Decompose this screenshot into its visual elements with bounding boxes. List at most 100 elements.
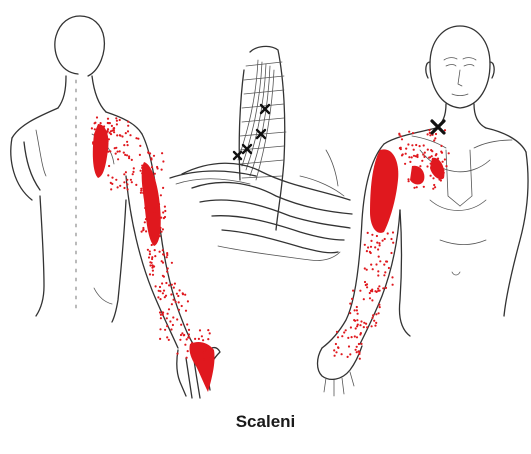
pain-dot <box>434 154 437 157</box>
pain-dot <box>152 265 155 268</box>
pain-dot <box>350 336 353 339</box>
pain-dot <box>204 348 208 352</box>
pain-dot <box>404 162 407 165</box>
pain-dot <box>207 338 210 341</box>
pain-dot <box>186 300 189 303</box>
pain-dot <box>107 174 110 177</box>
pain-dot <box>146 187 149 190</box>
pain-dot <box>344 329 347 332</box>
pain-dot <box>413 186 416 189</box>
pain-dot <box>99 137 102 141</box>
pain-dot <box>375 313 378 316</box>
pain-dot <box>149 264 152 267</box>
pain-dot <box>149 205 152 208</box>
pain-dot <box>159 328 162 331</box>
pain-dot <box>151 269 154 272</box>
pain-dot <box>355 345 358 348</box>
pain-dot <box>359 289 362 292</box>
pain-dot <box>145 175 148 178</box>
pain-dot <box>171 323 174 327</box>
pain-dot <box>362 298 365 301</box>
pain-dot <box>433 139 436 142</box>
pain-dot <box>110 188 113 191</box>
pain-dot <box>363 267 366 270</box>
pain-dot <box>359 332 362 335</box>
pain-dot <box>401 153 404 156</box>
trigger-point-x-mark-icon <box>232 150 243 161</box>
pain-dot <box>384 271 387 274</box>
pain-dot <box>422 153 425 156</box>
pain-dot <box>115 117 118 120</box>
pain-dot <box>436 157 440 160</box>
pain-dot <box>354 327 357 330</box>
pain-dot <box>208 332 211 335</box>
pain-dot <box>109 150 112 153</box>
pain-dot <box>187 333 190 336</box>
pain-dot <box>177 294 180 298</box>
pain-dot <box>377 270 380 273</box>
pain-dot <box>157 289 160 292</box>
pain-dot <box>161 282 164 285</box>
pain-dot <box>412 148 415 151</box>
pain-dot <box>124 153 127 156</box>
pain-dot <box>156 167 159 170</box>
pain-dot <box>399 148 402 151</box>
pain-dot <box>152 154 156 157</box>
pain-dot <box>159 317 162 320</box>
pain-dot <box>447 152 450 155</box>
pain-dot <box>123 144 126 147</box>
pain-dot <box>418 145 421 148</box>
pain-dot <box>365 268 368 271</box>
pain-dot <box>174 300 177 303</box>
pain-dot <box>349 353 352 356</box>
pain-dot <box>355 351 358 354</box>
pain-dot <box>138 153 141 156</box>
pain-dot <box>433 183 436 187</box>
pain-dot <box>119 184 122 187</box>
pain-dot <box>376 241 379 244</box>
pain-dot <box>140 189 143 192</box>
pain-dot <box>158 311 162 314</box>
pain-dot <box>166 267 169 270</box>
pain-dot <box>343 331 346 334</box>
pain-dot <box>336 336 340 339</box>
pain-dot <box>371 316 374 319</box>
pain-dot <box>162 289 166 292</box>
pain-dot <box>387 266 390 270</box>
pain-dot <box>411 144 414 147</box>
pain-dot <box>426 148 429 151</box>
pain-dot <box>390 251 393 255</box>
pain-dot <box>142 191 145 194</box>
pain-dot <box>409 160 412 163</box>
pain-dot <box>115 123 118 126</box>
pain-dot <box>347 336 350 339</box>
pain-dot <box>112 129 115 132</box>
pain-dot <box>163 205 166 208</box>
pain-dot <box>356 319 359 322</box>
pain-dot <box>368 297 372 300</box>
pain-dot <box>128 157 131 160</box>
pain-dot <box>152 206 155 210</box>
pain-dot <box>127 120 130 123</box>
pain-dot <box>422 144 425 147</box>
pain-dot <box>107 150 110 153</box>
pain-dot <box>129 134 132 137</box>
pain-dot <box>139 191 142 194</box>
front-view-pain-dots <box>333 129 450 360</box>
pain-dot <box>184 309 188 312</box>
pain-dot <box>157 203 161 206</box>
pain-dot <box>106 117 110 120</box>
pain-dot <box>176 352 179 355</box>
pain-dot <box>180 323 183 326</box>
pain-dot <box>160 168 163 171</box>
pain-dot <box>143 221 146 224</box>
pain-dot <box>109 130 112 133</box>
pain-dot <box>356 312 359 315</box>
pain-dot <box>354 319 357 322</box>
back-view-body <box>10 15 221 399</box>
pain-dot <box>385 260 388 263</box>
pain-dot <box>150 261 153 264</box>
pain-dot <box>172 286 175 289</box>
pain-dot <box>366 286 369 289</box>
pain-dot <box>207 329 210 332</box>
